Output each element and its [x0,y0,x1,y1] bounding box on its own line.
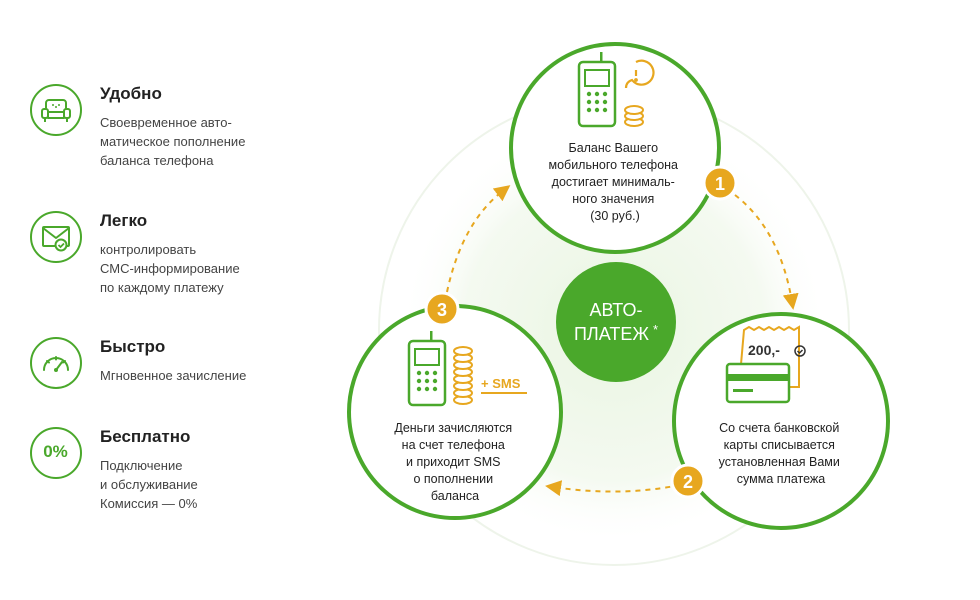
coin-stack-icon [453,346,473,405]
step-1: Баланс Вашего мобильного телефона достиг… [509,42,721,254]
center-label-line1: АВТО- [590,300,643,320]
zero-percent-badge: 0% [30,427,82,479]
arrow-1-to-2 [734,194,799,310]
arrow-2-to-3 [545,480,681,497]
step-2-number: 2 [683,472,693,492]
step-3-badge [424,291,460,327]
center-label-line2: ПЛАТЕЖ* [574,322,658,344]
step-2: 200,- Со счета банковской карты списывае… [672,312,890,530]
arrow-3-to-1 [446,185,511,293]
coins-icon [624,105,644,127]
feature-description: контролировать СМС-информирование по каж… [100,242,240,295]
step-2-badge [670,463,706,499]
step-1-badge [702,165,738,201]
mobile-phone-icon [407,331,447,407]
feature-title: Бесплатно [100,427,191,446]
step-2-text: Со счета банковской карты списывается ус… [719,421,844,486]
armchair-icon [30,84,82,136]
speedometer-icon [30,337,82,389]
receipt-amount: 200,- [748,342,780,358]
feature-title: Удобно [100,84,162,103]
alert-bubble-icon [624,59,655,89]
feature-description: Своевременное авто- матическое пополнени… [100,115,246,168]
center-autopay-circle [556,262,676,382]
sms-label: + SMS [481,376,521,391]
bank-card-icon [725,362,791,404]
step-3-number: 3 [437,300,447,320]
step-1-text: Баланс Вашего мобильного телефона достиг… [548,141,681,223]
zero-percent-label: 0% [43,441,68,461]
envelope-check-icon [30,211,82,263]
feature-title: Быстро [100,337,166,356]
step-1-number: 1 [715,174,725,194]
feature-title: Легко [100,211,148,230]
step-3-text: Деньги зачисляются на счет телефона и пр… [394,421,515,503]
feature-description: Мгновенное зачисление [100,368,247,383]
feature-description: Подключение и обслуживание Комиссия — 0% [100,458,198,511]
sms-underline [481,392,527,394]
mobile-phone-icon [577,52,617,128]
step-3: + SMS Деньги зачисляются на счет телефон… [347,304,563,520]
